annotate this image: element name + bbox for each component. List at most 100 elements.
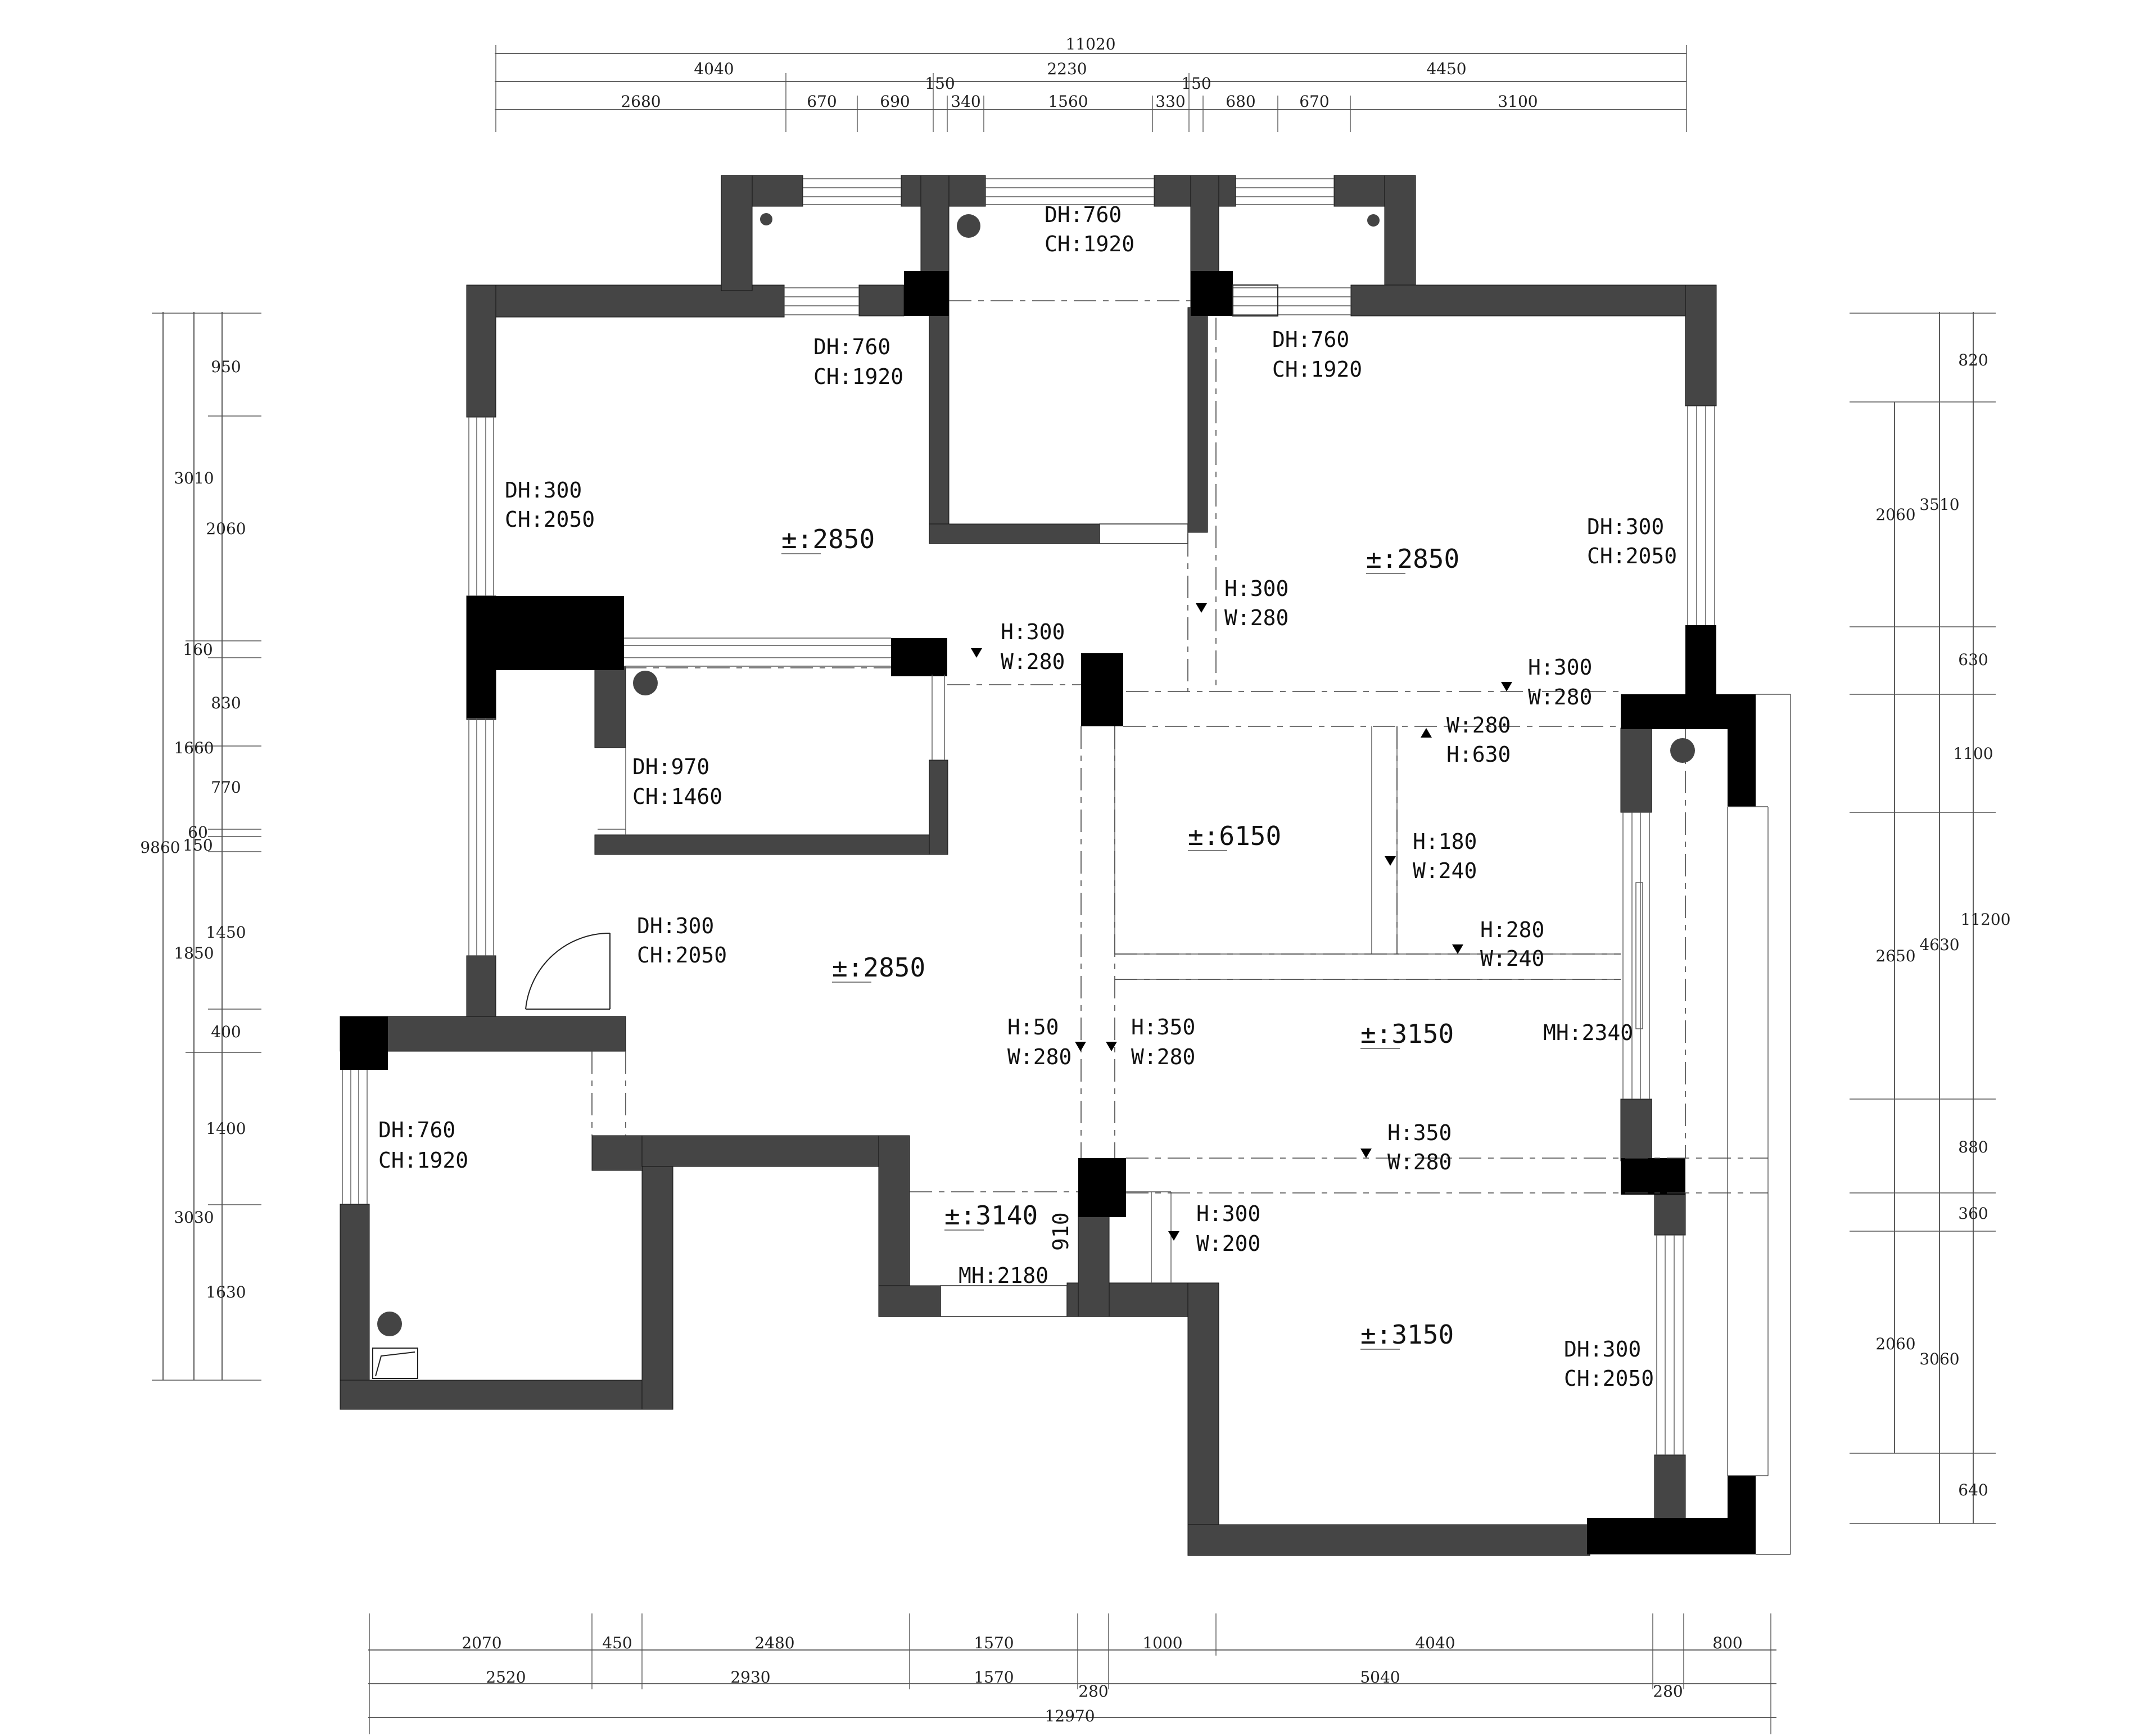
- wall-segment: [858, 284, 905, 317]
- beam-note-w: W:280: [1528, 685, 1592, 709]
- beam-lines: [591, 300, 1768, 1194]
- dim-left-mid-0: 3010: [174, 469, 214, 487]
- beam-note-h: H:350: [1387, 1120, 1452, 1145]
- opening-misc: [940, 523, 1188, 1317]
- dim-bottom-l2-3: 280: [1078, 1682, 1108, 1701]
- beam-marker-icon: [1196, 603, 1207, 613]
- dim-right-inner-1: 2650: [1875, 947, 1915, 965]
- dim-left-inner-6: 150: [183, 836, 213, 855]
- wall-segment: [594, 834, 948, 855]
- dim-top-l3-8: 3100: [1498, 92, 1538, 111]
- beam-note-h: H:50: [1007, 1015, 1059, 1039]
- window-note-dh: DH:760: [1272, 327, 1349, 352]
- beam-note-h: H:630: [1446, 742, 1511, 767]
- window-bathroom: [598, 638, 945, 835]
- wall-segment: [1620, 1098, 1652, 1161]
- door-swing: [525, 932, 611, 1010]
- dim-right-outer: 11200: [1960, 910, 2010, 929]
- wall-segment: [591, 1135, 643, 1171]
- window-note-dh: DH:760: [813, 334, 890, 359]
- window-note-ch: CH:2050: [637, 943, 727, 968]
- dim-left-outer: 9860: [140, 838, 180, 857]
- dim-bottom-l2-4: 5040: [1360, 1668, 1400, 1687]
- dim-top-l3-2: 690: [880, 92, 910, 111]
- wall-segment: [929, 760, 948, 855]
- beam-marker-icon: [1501, 682, 1512, 691]
- structural-column: [467, 596, 624, 670]
- wall-segment: [340, 1380, 673, 1410]
- dim-right-inner-2: 2060: [1875, 1335, 1915, 1353]
- dim-bottom-l1-3: 1570: [974, 1634, 1014, 1652]
- dim-bottom-l2-5: 280: [1653, 1682, 1683, 1701]
- dim-left-inner-8: 400: [211, 1023, 241, 1041]
- window-note-dh: DH:760: [1045, 202, 1122, 227]
- structural-column: [1081, 653, 1123, 726]
- drain-icon: [377, 1312, 402, 1336]
- beam-note-w: W:280: [1001, 649, 1065, 674]
- beam-note-w: W:240: [1480, 946, 1544, 971]
- dim-right-inner-0: 2060: [1875, 505, 1915, 524]
- dim-left-mid-1: 1660: [174, 739, 214, 757]
- window-top-3: [985, 178, 1154, 205]
- dim-top-l2-0: 4040: [694, 60, 734, 78]
- wall-segment: [1654, 1192, 1686, 1236]
- dim-left-inner-2: 160: [183, 640, 213, 659]
- dim-left-inner-10: 1630: [206, 1283, 246, 1301]
- fixtures: [372, 213, 1695, 1379]
- dim-left-inner-4: 770: [211, 778, 241, 797]
- window-note-ch: CH:1920: [813, 364, 903, 389]
- level-marker-icons: [781, 553, 1405, 1350]
- beam-marker-icon: [1385, 856, 1396, 866]
- beam-note-w: W:240: [1413, 858, 1477, 883]
- beam-note-h: H:300: [1224, 576, 1288, 601]
- beam-note-h: H:300: [1001, 620, 1065, 644]
- beam-markers: [971, 603, 1512, 1241]
- drain-icon: [760, 213, 772, 225]
- window-note-ch: CH:1920: [378, 1148, 468, 1173]
- beam-marker-icon: [1360, 1149, 1372, 1158]
- dim-left-inner-1: 2060: [206, 519, 246, 538]
- beam-note-w: W:280: [1446, 713, 1511, 738]
- dim-left-inner-0: 950: [211, 358, 241, 376]
- window-note-ch: CH:2050: [1564, 1366, 1654, 1391]
- wall-segment: [594, 666, 626, 748]
- wall-segment: [929, 307, 950, 544]
- window-left-2: [468, 718, 494, 956]
- window-top-1: [784, 287, 859, 315]
- window-note-dh: DH:300: [505, 478, 582, 503]
- wall-segment: [1620, 727, 1652, 813]
- window-note-dh: DH:970: [632, 754, 709, 779]
- dim-bottom-l2-0: 2520: [486, 1668, 526, 1687]
- beam-marker-icon: [1168, 1231, 1179, 1241]
- dim-right-mid-1: 3510: [1919, 495, 1959, 514]
- wall-segment: [1187, 1282, 1219, 1556]
- dim-right-mid-3: 1100: [1953, 744, 1993, 763]
- notes: DH:760 CH:1920 DH:760 CH:1920 DH:760 CH:…: [378, 202, 1677, 1391]
- window-right-1: [1687, 406, 1715, 625]
- dim-top-l3-0: 2680: [621, 92, 661, 111]
- wall-segment: [1187, 1524, 1590, 1556]
- beam-note-h: H:300: [1528, 655, 1592, 680]
- window-note-dh: DH:300: [637, 914, 714, 938]
- window-top-5: [1232, 284, 1351, 317]
- structural-column: [340, 1016, 388, 1070]
- beam-note-h: H:180: [1413, 829, 1477, 854]
- beam-note-w: W:280: [1131, 1045, 1195, 1069]
- wall-segment: [1384, 175, 1416, 291]
- dim-left-mid-3: 3030: [174, 1208, 214, 1227]
- dim-right-mid-6: 360: [1958, 1204, 1988, 1223]
- dim-top-l2-4: 4450: [1426, 60, 1466, 78]
- window-left-1: [468, 417, 494, 596]
- dim-bottom-l1-6: 800: [1712, 1634, 1742, 1652]
- wall-segment: [641, 1135, 673, 1410]
- wall-segment: [1350, 284, 1717, 317]
- structural-column: [1191, 271, 1233, 316]
- top-dimension-group: 11020 4040 150 2230 150 4450 2680 670 69…: [495, 35, 1687, 132]
- structural-column: [1685, 625, 1716, 695]
- columns: [340, 271, 1756, 1554]
- room-labels: ±:2850 ±:2850 ±:2850 ±:6150 ±:3150 ±:315…: [781, 524, 1459, 1350]
- wall-segment: [721, 175, 753, 291]
- wall-segment: [1685, 284, 1717, 406]
- dim-top-l2-1: 150: [925, 74, 955, 93]
